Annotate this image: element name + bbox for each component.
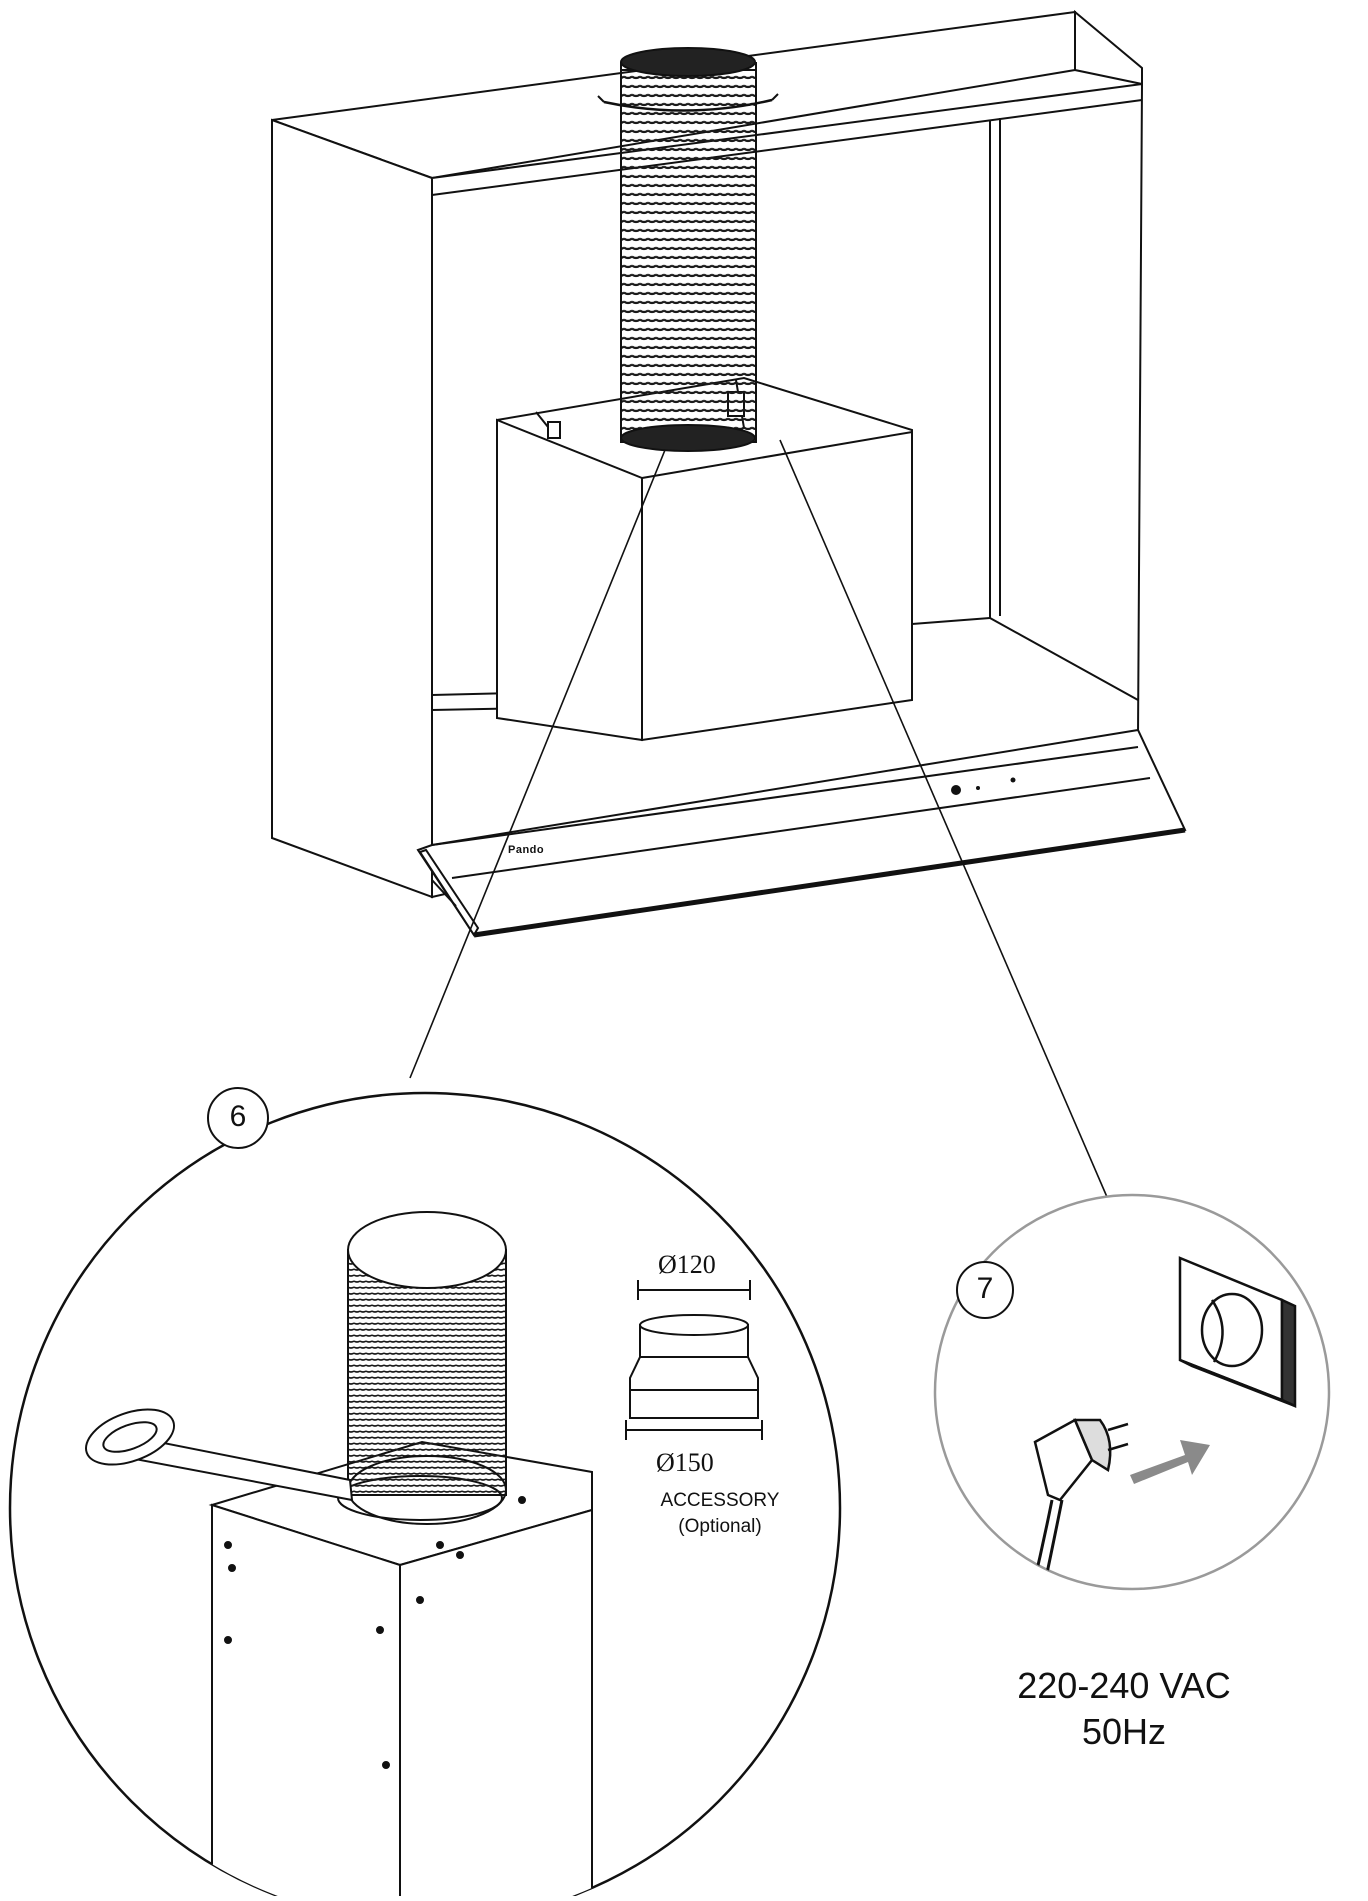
power-frequency-label: 50Hz bbox=[1081, 1711, 1167, 1752]
step-7-number: 7 bbox=[976, 1272, 994, 1305]
hood-motor-box bbox=[496, 376, 913, 742]
wall-socket-icon bbox=[1178, 1256, 1297, 1408]
diameter-bottom-label: Ø150 bbox=[656, 1448, 714, 1477]
detail-7-power-plug bbox=[933, 1193, 1331, 1591]
hood-glass-panel bbox=[416, 728, 1187, 938]
diameter-top-label: Ø120 bbox=[658, 1250, 716, 1279]
power-voltage-label: 220-240 VAC bbox=[1017, 1665, 1231, 1706]
reducer-accessory bbox=[625, 1280, 763, 1440]
insert-arrow-icon bbox=[1130, 1440, 1210, 1484]
power-plug-icon bbox=[1023, 1418, 1129, 1589]
accessory-label: ACCESSORY bbox=[660, 1490, 780, 1511]
accessory-optional-label: (Optional) bbox=[678, 1516, 762, 1537]
flexible-duct bbox=[597, 47, 779, 452]
detail-6-duct-taping bbox=[8, 1087, 842, 1901]
brand-logo-text: Pando bbox=[508, 844, 545, 856]
control-buttons bbox=[951, 777, 1016, 795]
callout-leaders bbox=[409, 439, 1108, 1198]
step-6-number: 6 bbox=[229, 1100, 247, 1133]
